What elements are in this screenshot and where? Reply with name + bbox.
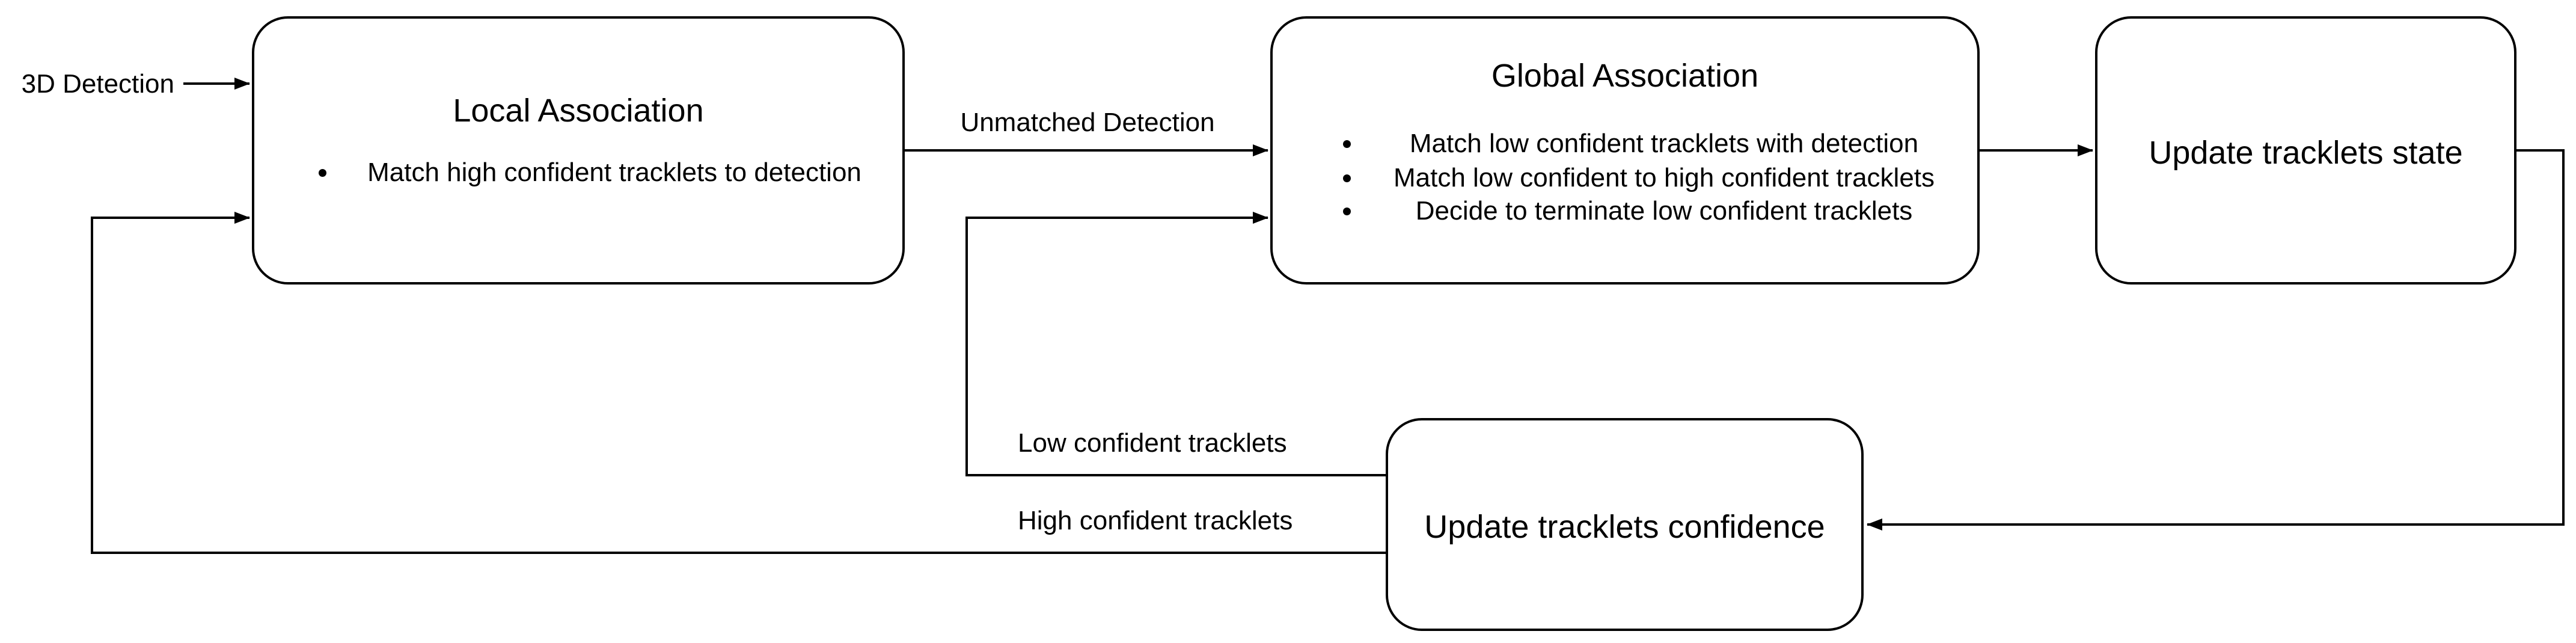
node-update-tracklets-state: Update tracklets state (2095, 16, 2516, 285)
bullet-text: Decide to terminate low confident trackl… (1415, 196, 1913, 226)
bullet-item: Match low confident to high confident tr… (1273, 164, 1977, 192)
edge-high-confident-feedback (91, 212, 1386, 554)
label-high-confident-tracklets: High confident tracklets (1018, 506, 1293, 535)
edge-state-to-confidence (1867, 149, 2565, 531)
label-low-confident-tracklets: Low confident tracklets (1018, 428, 1287, 458)
node-title: Local Association (453, 93, 704, 129)
node-global-association: Global Association Match low confident t… (1270, 16, 1980, 285)
bullet-item: Match high confident tracklets to detect… (254, 158, 902, 187)
bullet-icon (1343, 174, 1351, 182)
node-title: Update tracklets confidence (1424, 509, 1825, 545)
bullet-icon (319, 169, 326, 177)
bullet-item: Decide to terminate low confident trackl… (1273, 197, 1977, 226)
node-title: Global Association (1491, 58, 1759, 94)
bullet-icon (1343, 208, 1351, 215)
label-unmatched-detection: Unmatched Detection (960, 108, 1215, 137)
label-3d-detection: 3D Detection (21, 69, 174, 99)
bullet-text: Match high confident tracklets to detect… (367, 158, 861, 187)
bullet-text: Match low confident to high confident tr… (1393, 163, 1935, 192)
node-local-association: Local Association Match high confident t… (252, 16, 905, 285)
edge-low-confident-feedback (965, 212, 1386, 476)
bullet-text: Match low confident tracklets with detec… (1409, 129, 1919, 158)
bullet-icon (1343, 140, 1351, 148)
node-title: Update tracklets state (2149, 135, 2463, 171)
node-update-tracklets-confidence: Update tracklets confidence (1386, 418, 1864, 631)
bullet-item: Match low confident tracklets with detec… (1273, 129, 1977, 158)
